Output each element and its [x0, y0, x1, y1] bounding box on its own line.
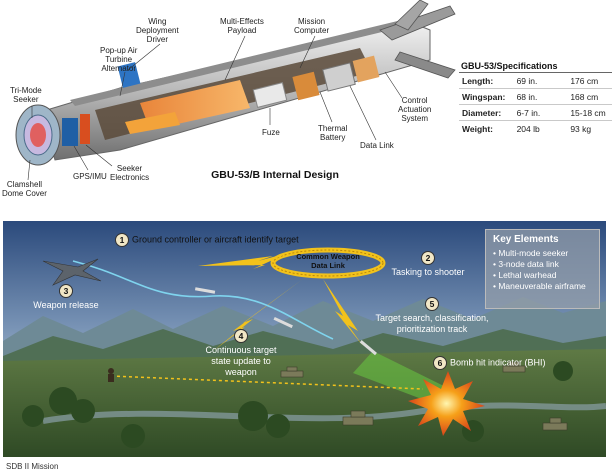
label-multi-effects-payload: Multi-Effects Payload	[220, 17, 264, 35]
list-item: Multi-mode seeker	[493, 248, 599, 259]
spec-imperial: 68 in.	[513, 88, 568, 105]
specs-title: GBU-53/Specifications	[461, 61, 558, 71]
step-number: 3	[59, 284, 73, 298]
spec-imperial: 204 lb	[513, 120, 568, 136]
label-control-actuation-system: Control Actuation System	[398, 96, 432, 123]
label-thermal-battery: Thermal Battery	[318, 124, 348, 142]
spec-name: Diameter:	[459, 104, 514, 121]
step-text: Weapon release	[33, 300, 99, 310]
label-popup-air-turbine: Pop-up Air Turbine Alternator	[100, 46, 138, 73]
spec-metric: 176 cm	[567, 72, 612, 89]
step-number: 4	[234, 329, 248, 343]
label-seeker-electronics: Seeker Electronics	[110, 164, 150, 182]
step-number: 1	[115, 233, 129, 247]
label-clamshell-dome-cover: Clamshell Dome Cover	[2, 180, 47, 198]
spec-name: Weight:	[459, 120, 514, 136]
step-number: 6	[433, 356, 447, 370]
spec-imperial: 69 in.	[513, 72, 568, 89]
table-row: Wingspan: 68 in. 168 cm	[459, 88, 612, 105]
label-wing-deployment-driver: Wing Deployment Driver	[136, 17, 179, 44]
label-gps-imu: GPS/IMU	[73, 172, 107, 181]
step-text: Ground controller or aircraft identify t…	[132, 234, 299, 245]
specs-table: Length: 69 in. 176 cm Wingspan: 68 in. 1…	[459, 72, 612, 136]
bomb-cutaway-illustration	[15, 0, 456, 181]
list-item: Lethal warhead	[493, 270, 599, 281]
label-data-link: Data Link	[360, 141, 394, 150]
table-row: Diameter: 6-7 in. 15-18 cm	[459, 104, 612, 121]
list-item: Maneuverable airframe	[493, 281, 599, 292]
label-mission-computer: Mission Computer	[294, 17, 330, 35]
spec-name: Length:	[459, 72, 514, 89]
design-title: GBU-53/B Internal Design	[211, 169, 339, 181]
ring-label: Common Weapon Data Link	[296, 252, 360, 270]
spec-name: Wingspan:	[459, 88, 514, 105]
spec-metric: 93 kg	[567, 120, 612, 136]
label-tri-mode-seeker: Tri-Mode Seeker	[10, 86, 42, 104]
table-row: Weight: 204 lb 93 kg	[459, 120, 612, 136]
step-text: Continuous target state update to weapon	[205, 345, 277, 377]
spec-imperial: 6-7 in.	[513, 104, 568, 121]
key-elements-title: Key Elements	[493, 234, 559, 245]
figure-caption: SDB II Mission	[6, 462, 59, 471]
key-elements-box: Key Elements Multi-mode seeker 3-node da…	[485, 229, 600, 309]
label-fuze: Fuze	[262, 128, 280, 137]
step-number: 2	[421, 251, 435, 265]
step-text: Bomb hit indicator (BHI)	[450, 357, 546, 368]
spec-metric: 15-18 cm	[567, 104, 612, 121]
step-text: Tasking to shooter	[391, 267, 465, 277]
list-item: 3-node data link	[493, 259, 599, 270]
key-elements-list: Multi-mode seeker 3-node data link Letha…	[486, 248, 599, 292]
step-number: 5	[425, 297, 439, 311]
table-row: Length: 69 in. 176 cm	[459, 72, 612, 89]
step-text: Target search, classification, prioritiz…	[375, 313, 489, 334]
spec-metric: 168 cm	[567, 88, 612, 105]
